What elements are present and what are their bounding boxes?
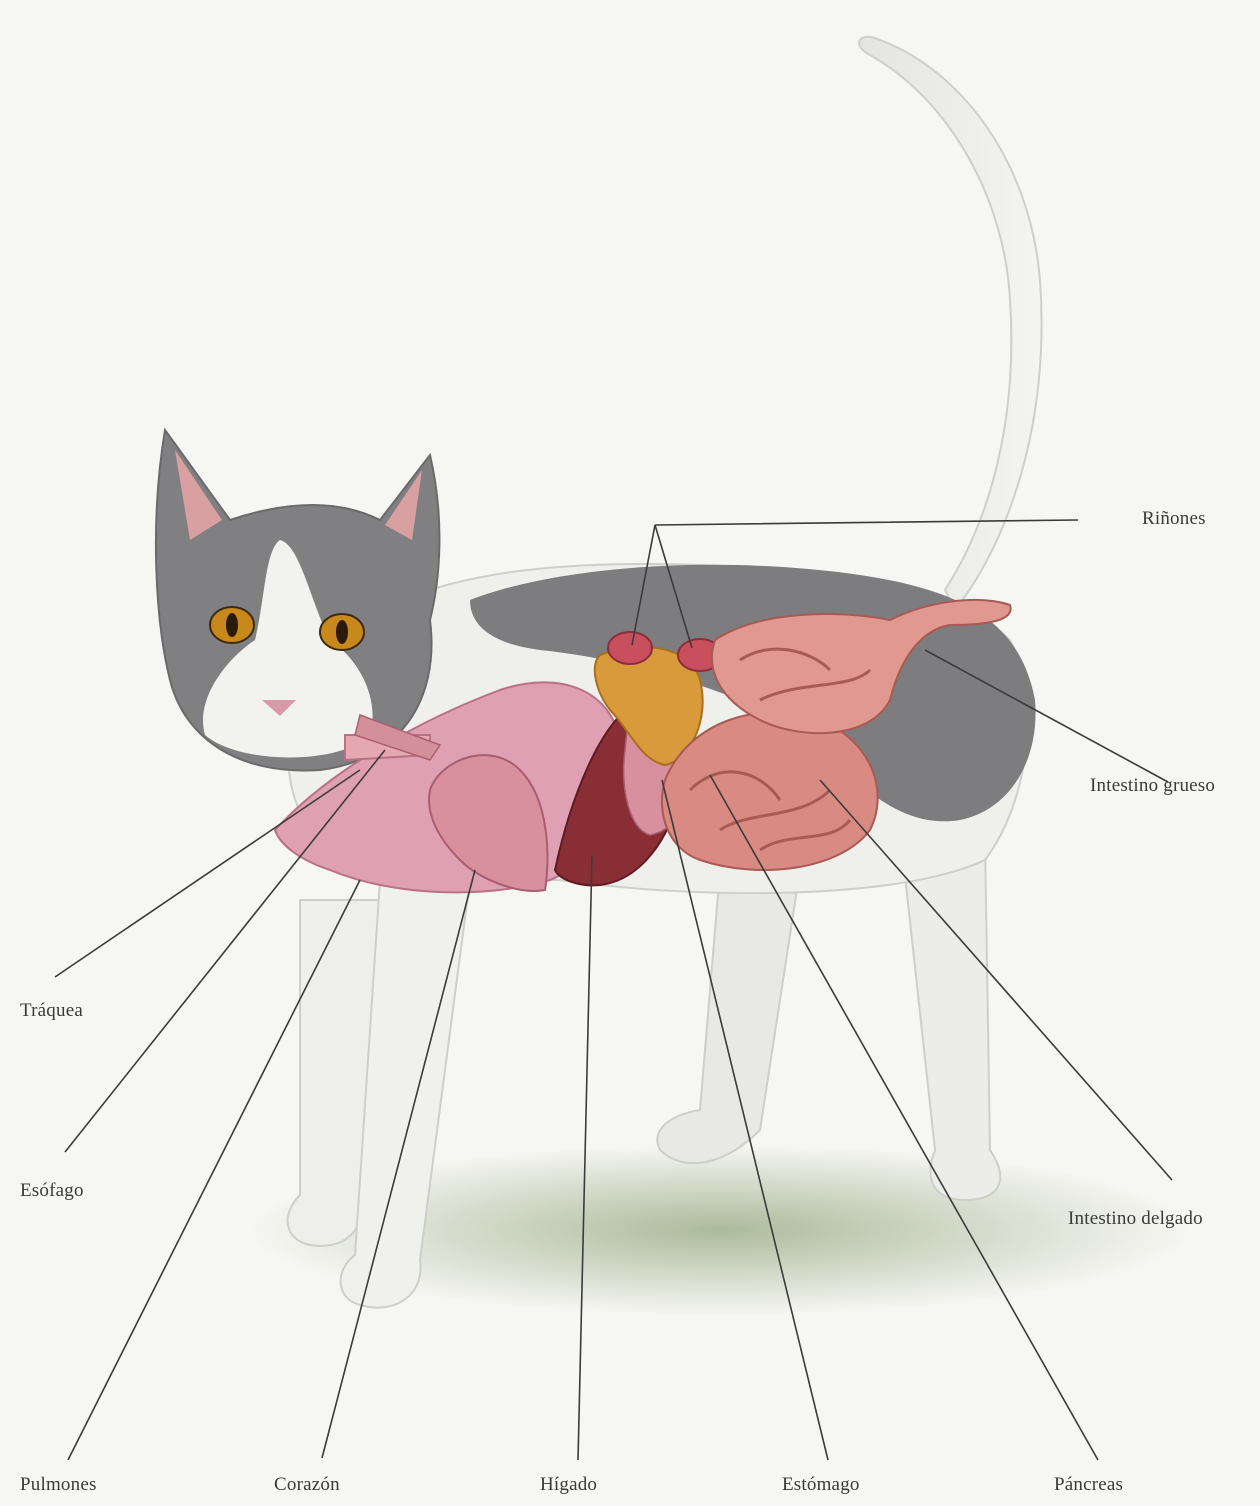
label-corazon: Corazón [274,1474,340,1496]
cat-tail [859,37,1041,610]
label-esofago: Esófago [20,1180,84,1202]
cat-back-leg-right [900,830,1000,1200]
label-intestino-delgado: Intestino delgado [1068,1208,1203,1230]
organ-kidney-left [608,632,652,664]
label-rinones: Riñones [1142,508,1206,530]
label-pancreas: Páncreas [1054,1474,1123,1496]
cat-back-leg-left [657,870,800,1163]
label-estomago: Estómago [782,1474,860,1496]
label-higado: Hígado [540,1474,597,1496]
label-pulmones: Pulmones [20,1474,97,1496]
label-intestino-grueso: Intestino grueso [1090,775,1215,797]
label-traquea: Tráquea [20,1000,83,1022]
